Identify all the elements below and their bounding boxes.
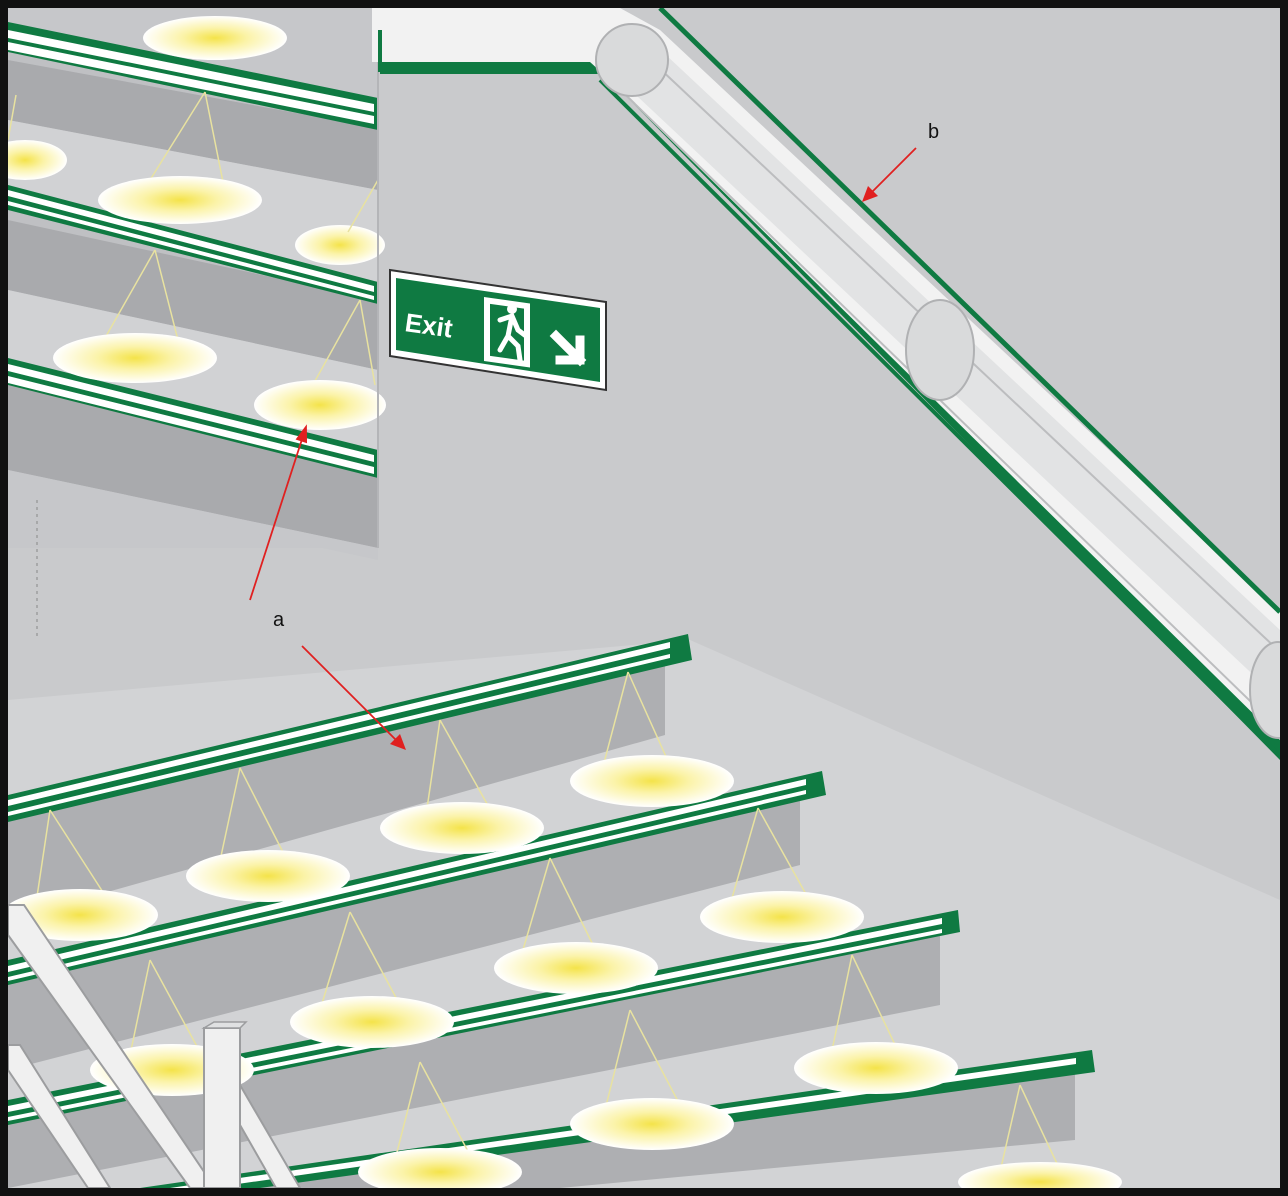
step-light — [494, 942, 658, 994]
stairwell-illustration: Exit — [8, 8, 1280, 1188]
step-light — [570, 755, 734, 807]
step-light — [570, 1098, 734, 1150]
running-man-icon — [484, 297, 530, 367]
rail-bracket — [906, 300, 974, 400]
newel-post — [204, 1028, 240, 1188]
step-light — [98, 176, 262, 224]
label-b: b — [928, 121, 939, 143]
step-light — [143, 16, 287, 60]
step-light — [380, 802, 544, 854]
step-light — [254, 380, 386, 430]
step-light — [794, 1042, 958, 1094]
step-light — [295, 225, 385, 265]
label-a: a — [273, 609, 285, 631]
step-light — [700, 891, 864, 943]
upper-flight — [8, 8, 386, 560]
step-light — [290, 996, 454, 1048]
step-light — [53, 333, 217, 383]
rail-bracket — [596, 24, 668, 96]
step-light — [186, 850, 350, 902]
